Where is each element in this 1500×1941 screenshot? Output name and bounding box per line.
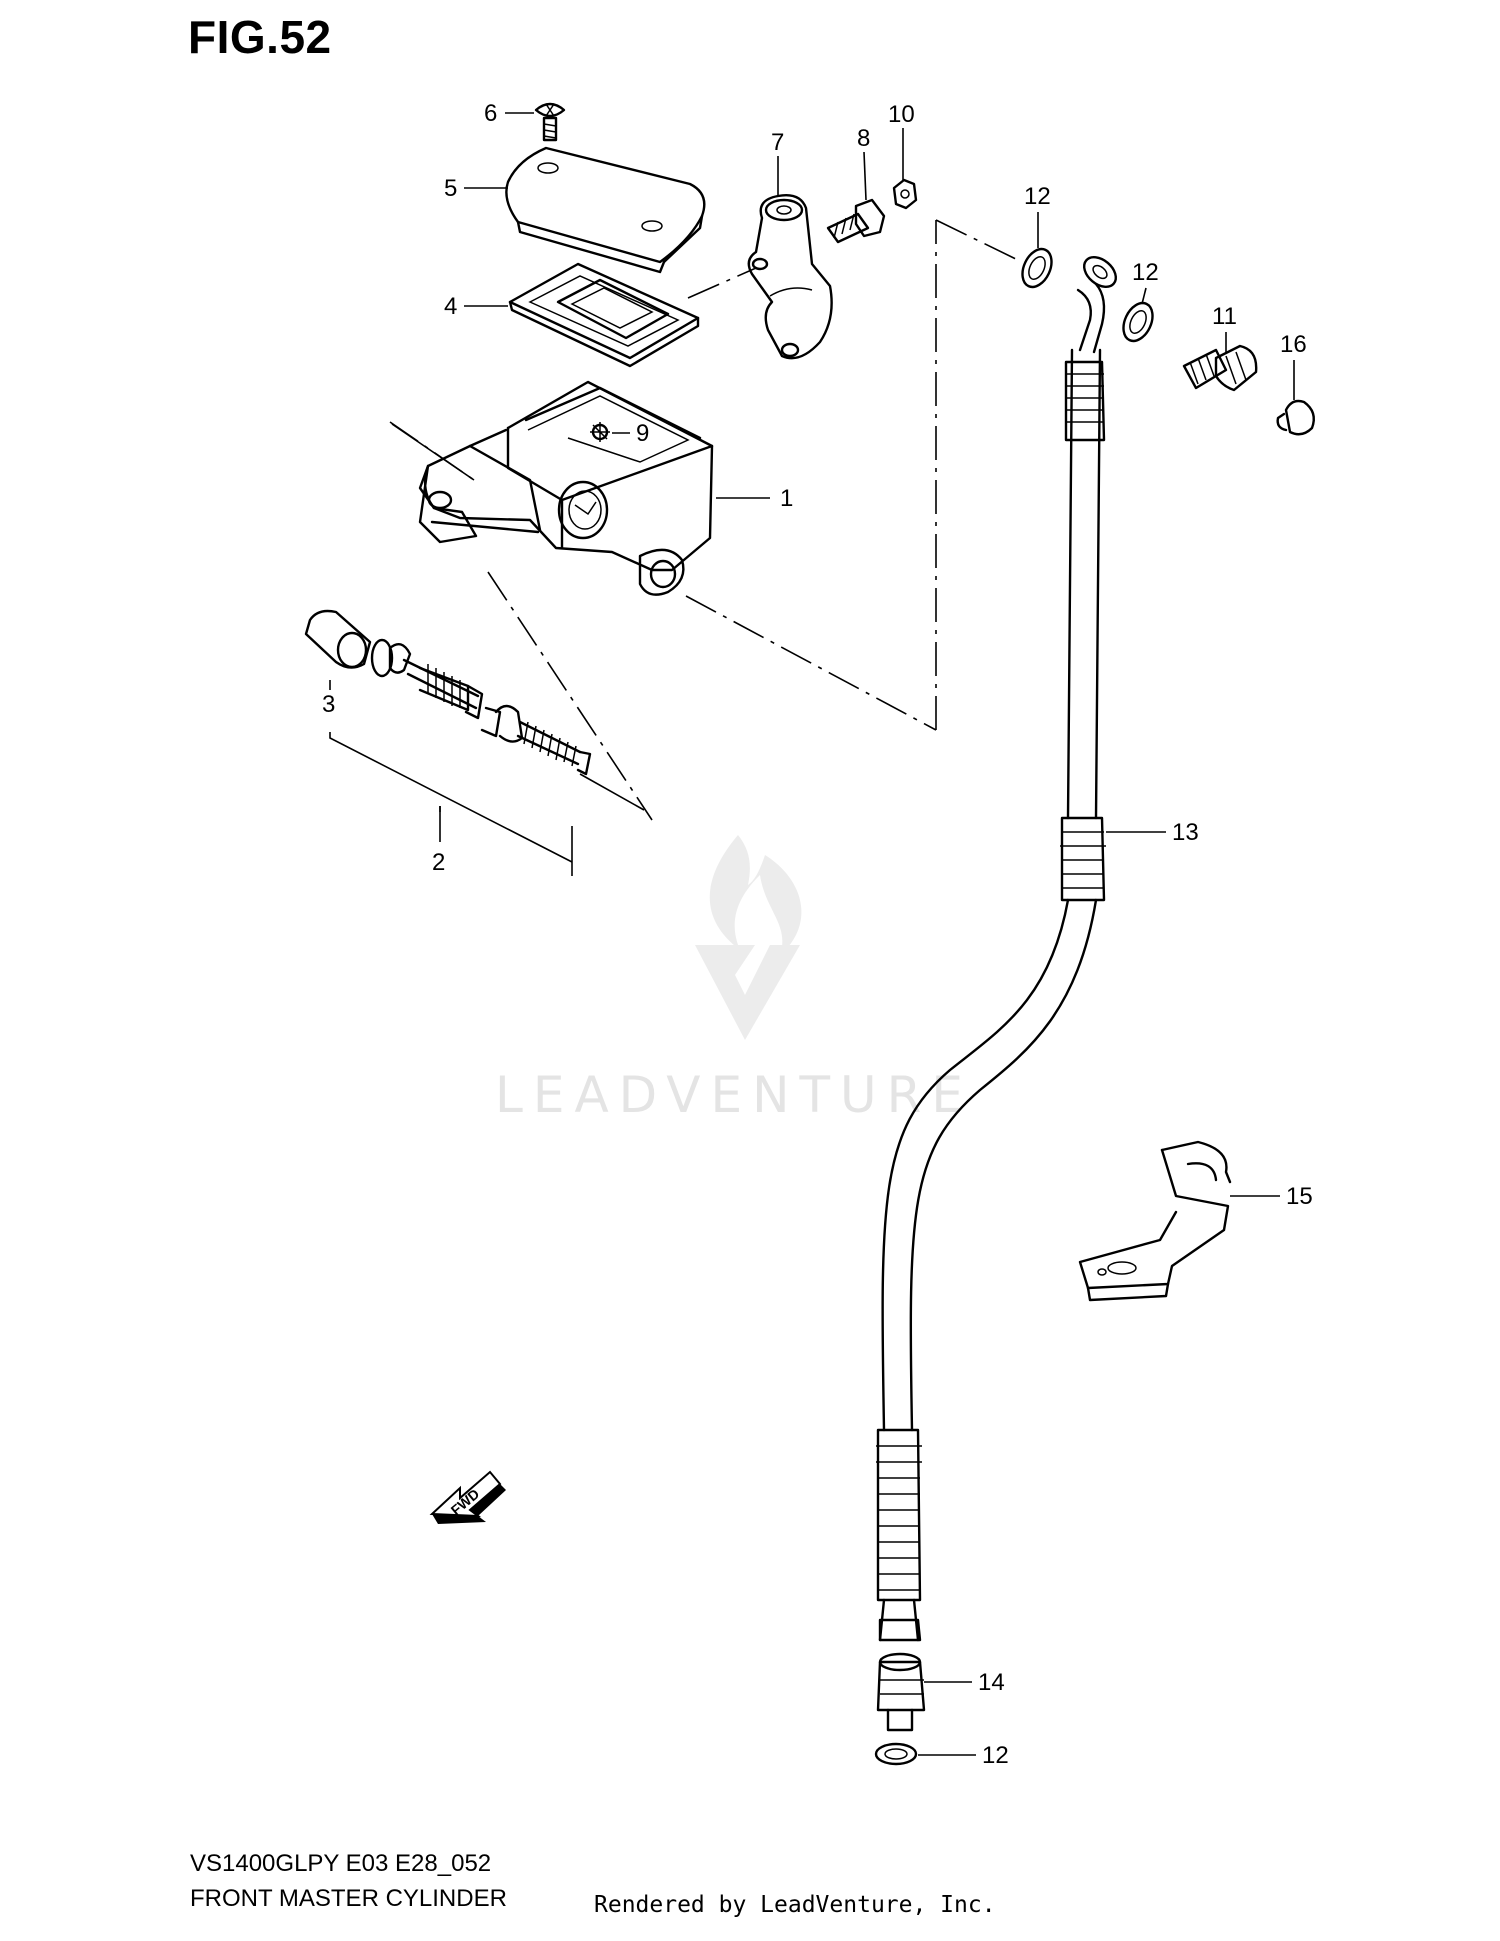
model-code: VS1400GLPY E03 E28_052 — [190, 1850, 492, 1877]
part-5-reservoir-cap — [505, 146, 706, 274]
callout-13: 13 — [1172, 819, 1199, 846]
callout-16: 16 — [1280, 331, 1307, 358]
part-7-clamp — [747, 194, 833, 360]
watermark-text: LEADVENTURE — [495, 1066, 973, 1124]
callout-9: 9 — [636, 420, 649, 447]
leadventure-watermark: LEADVENTURE — [495, 835, 973, 1124]
leader-lines — [329, 112, 1295, 1756]
callout-15: 15 — [1286, 1183, 1313, 1210]
fwd-arrow-icon: FWD — [429, 1470, 506, 1524]
part-4-diaphragm — [508, 262, 700, 368]
figure-title: FIG.52 — [188, 11, 332, 63]
callout-6: 6 — [484, 100, 497, 127]
part-15-bracket — [1078, 1140, 1232, 1302]
callout-10: 10 — [888, 101, 915, 128]
callout-8: 8 — [857, 125, 870, 152]
callout-5: 5 — [444, 175, 457, 202]
part-8-bolt — [826, 198, 886, 244]
part-10-nut — [892, 178, 918, 210]
part-12-washer-top — [1021, 247, 1053, 289]
callout-12-right: 12 — [1132, 259, 1159, 286]
callout-1: 1 — [780, 485, 793, 512]
connector-lines — [389, 219, 1023, 821]
rendered-by-credit: Rendered by LeadVenture, Inc. — [594, 1892, 996, 1918]
callout-12-bottom: 12 — [982, 1742, 1009, 1769]
kit-bracket — [329, 732, 573, 876]
callout-7: 7 — [771, 129, 784, 156]
callout-3: 3 — [322, 691, 335, 718]
part-12-washer-bottom — [874, 1742, 918, 1766]
part-16-cap — [1276, 399, 1315, 436]
part-13-brake-hose — [876, 256, 1117, 1642]
part-6-screw — [534, 102, 566, 142]
callout-12-top: 12 — [1024, 183, 1051, 210]
part-11-union-bolt — [1182, 344, 1258, 392]
part-12-washer-right — [1122, 301, 1154, 343]
callouts: 1 2 3 4 5 6 7 8 9 10 11 12 12 12 13 14 1… — [322, 100, 1313, 1769]
callout-2: 2 — [432, 849, 445, 876]
part-2-piston-kit — [370, 638, 592, 776]
callout-4: 4 — [444, 293, 457, 320]
section-title: FRONT MASTER CYLINDER — [190, 1885, 507, 1912]
part-1-master-cylinder — [418, 380, 714, 596]
part-14-fitting — [876, 1652, 926, 1732]
part-9-boot — [590, 422, 610, 442]
callout-11: 11 — [1212, 303, 1237, 330]
part-3-cup — [304, 609, 372, 669]
callout-14: 14 — [978, 1669, 1005, 1696]
